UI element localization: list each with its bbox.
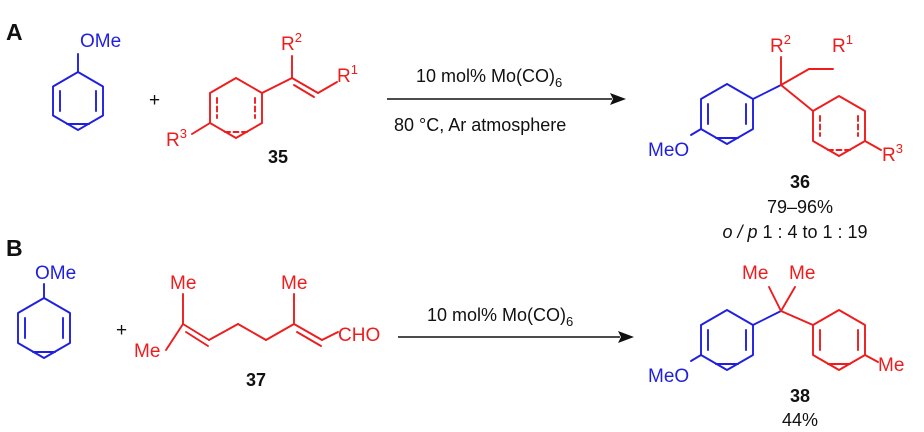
product-38-meo-label: MeO — [648, 366, 689, 387]
compound-number-35: 35 — [268, 147, 288, 167]
yield-36: 79–96% — [767, 197, 833, 217]
alkene-r2-label: R2 — [281, 30, 302, 55]
aldehyde-me-top-right: Me — [281, 273, 307, 294]
panel-a-letter: A — [6, 19, 23, 45]
product-36-meo-label: MeO — [648, 140, 689, 161]
reaction-arrow-b — [398, 331, 634, 343]
plus-sign-a: + — [149, 90, 160, 111]
aldehyde-me-top-left: Me — [170, 273, 196, 294]
conditions-above-a: 10 mol% Mo(CO)6 — [416, 66, 562, 90]
yield-38: 44% — [782, 410, 818, 430]
reaction-arrow-a — [387, 93, 626, 105]
conditions-above-b: 10 mol% Mo(CO)6 — [427, 305, 573, 329]
anisole-structure-b — [17, 283, 71, 359]
product-36-r3-label: R3 — [882, 141, 903, 166]
compound-number-38: 38 — [790, 386, 810, 406]
selectivity-36: o / p 1 : 4 to 1 : 19 — [722, 222, 867, 242]
anisole-ome-label-b: OMe — [35, 263, 76, 284]
alkene-r1-label: R1 — [337, 62, 358, 87]
anisole-ome-label-a: OMe — [80, 31, 121, 52]
compound-number-37: 37 — [246, 370, 266, 390]
aldehyde-me-left: Me — [134, 341, 160, 362]
alkene-r3-label: R3 — [166, 126, 187, 151]
product-36-r1-label: R1 — [832, 32, 853, 57]
conditions-below-a: 80 °C, Ar atmosphere — [394, 115, 566, 135]
product-38-me-top-left: Me — [742, 263, 768, 284]
product-38-me-top-right: Me — [789, 263, 815, 284]
compound-number-36: 36 — [790, 172, 810, 192]
product-structure-38 — [690, 286, 879, 371]
anisole-structure-a — [52, 53, 104, 131]
plus-sign-b: + — [116, 320, 127, 341]
panel-b-letter: B — [6, 235, 23, 261]
product-38-me-right: Me — [878, 355, 904, 376]
aldehyde-cho-label: CHO — [338, 325, 380, 346]
aldehyde-structure-37 — [165, 293, 339, 351]
product-structure-36 — [690, 56, 882, 157]
alkene-structure-35 — [191, 55, 338, 139]
product-36-r2-label: R2 — [770, 32, 791, 57]
